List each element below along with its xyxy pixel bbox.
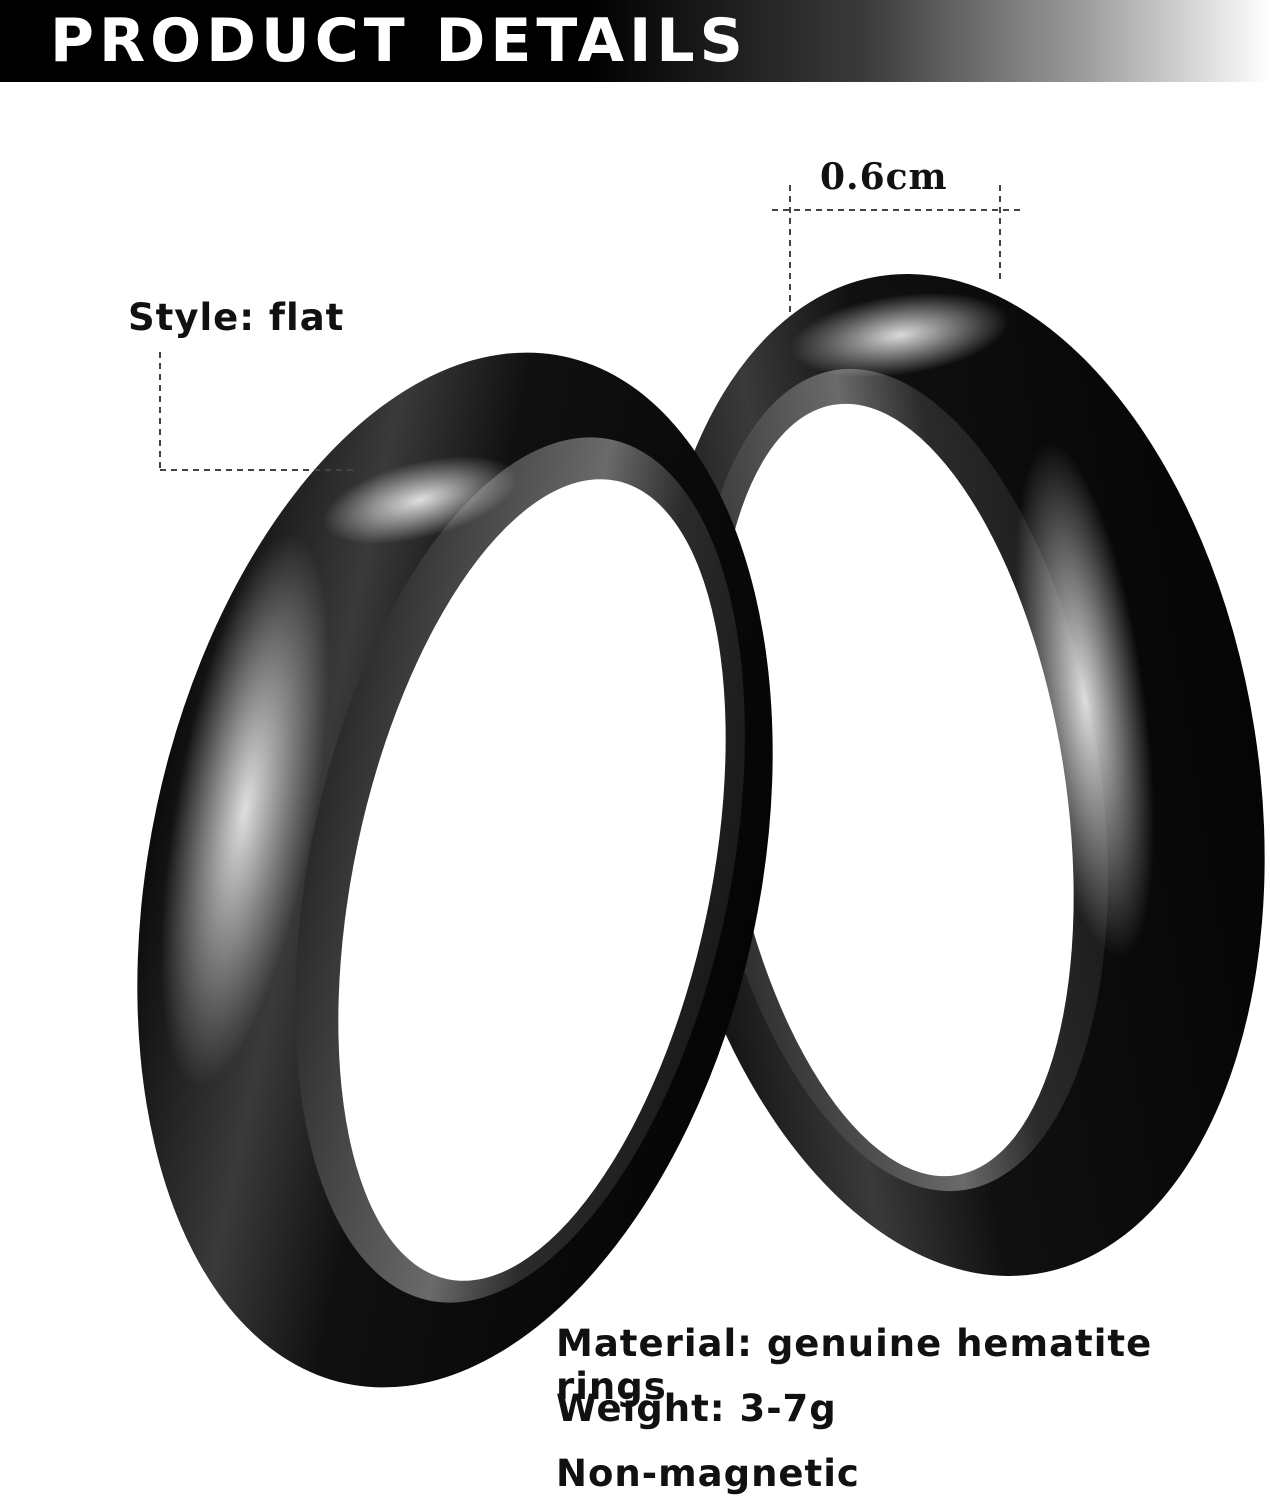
header-banner: PRODUCT DETAILS (0, 0, 1270, 82)
ring-back (651, 274, 1265, 1276)
magnetic-spec: Non-magnetic (556, 1452, 860, 1495)
banner-title: PRODUCT DETAILS (50, 6, 748, 76)
ring-front (137, 352, 773, 1388)
width-dimension-lines (772, 185, 1022, 312)
weight-spec: Weight: 3-7g (556, 1387, 837, 1430)
width-label: 0.6cm (820, 156, 948, 198)
material-spec: Material: genuine hematite rings (556, 1322, 1153, 1408)
style-label: Style: flat (128, 296, 345, 339)
style-callout-line (159, 352, 356, 471)
